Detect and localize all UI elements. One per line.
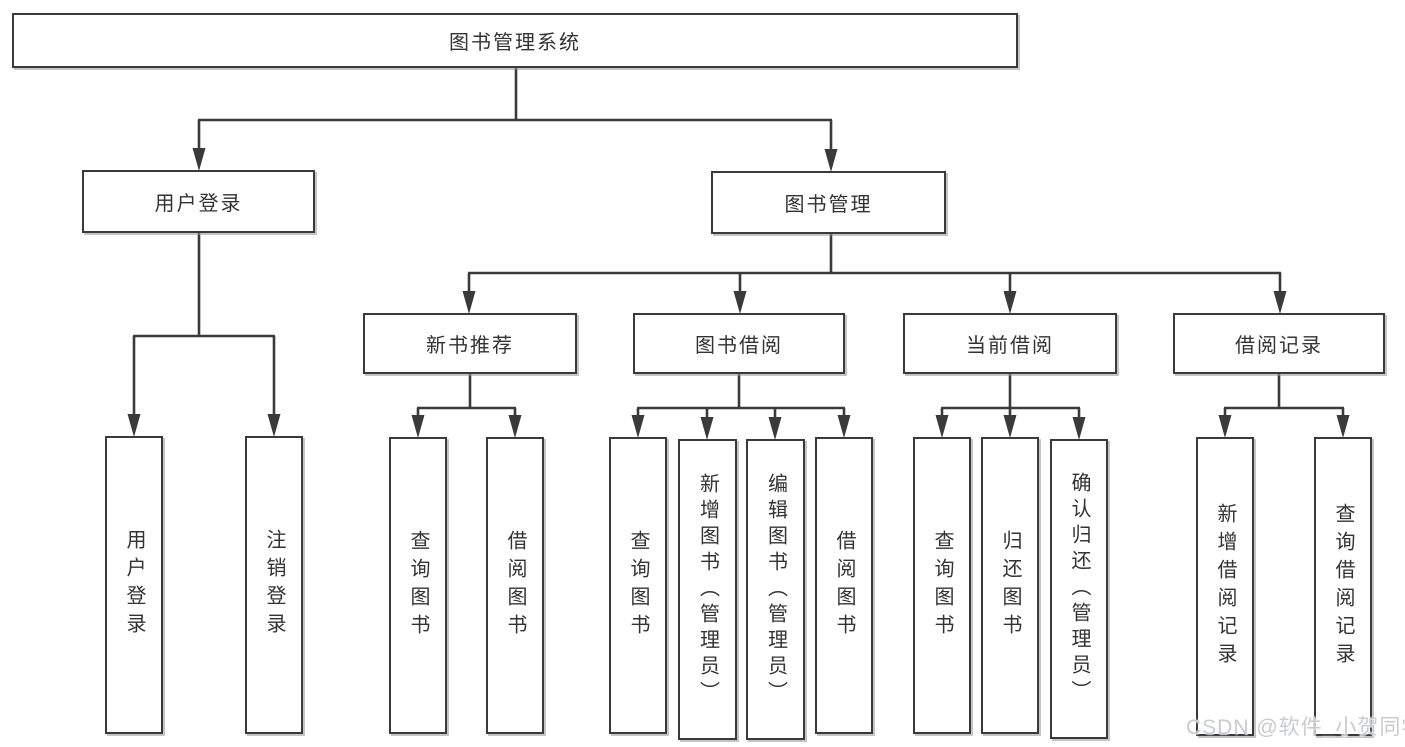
- node-book-mgmt: 图书管理: [711, 171, 946, 234]
- leaf-query-book-2-label: 查询图书: [627, 529, 649, 642]
- connector-borrow-records: [1223, 373, 1345, 417]
- connector-user-login: [132, 232, 276, 416]
- leaf-edit-book: 编辑图书（管理员）: [746, 439, 805, 740]
- leaf-user-login: 用户登录: [105, 436, 163, 734]
- leaf-add-book-label: 新增图书（管理员）: [696, 472, 719, 707]
- leaf-query-book-3: 查询图书: [913, 437, 971, 734]
- leaf-borrow-book-2-label: 借阅图书: [833, 529, 855, 642]
- connector-current-borrow: [940, 373, 1081, 419]
- node-root: 图书管理系统: [12, 13, 1018, 68]
- leaf-confirm-return-label: 确认归还（管理员）: [1068, 472, 1090, 706]
- leaf-confirm-return: 确认归还（管理员）: [1050, 439, 1108, 739]
- leaf-query-book-1: 查询图书: [389, 437, 447, 734]
- leaf-query-record: 查询借阅记录: [1314, 437, 1372, 736]
- connector-new-book-rec: [416, 373, 517, 417]
- leaf-borrow-book-1-label: 借阅图书: [504, 529, 526, 642]
- leaf-query-book-1-label: 查询图书: [407, 529, 429, 642]
- node-user-login: 用户登录: [82, 170, 315, 233]
- leaf-return-book: 归还图书: [981, 437, 1039, 734]
- leaf-logout: 注销登录: [245, 436, 303, 734]
- csdn-watermark: CSDN @软件_小贺同学: [1186, 716, 1405, 739]
- leaf-query-book-3-label: 查询图书: [931, 529, 953, 642]
- connector-root-stem: [197, 67, 833, 153]
- leaf-logout-label: 注销登录: [263, 529, 285, 641]
- leaf-add-record: 新增借阅记录: [1196, 437, 1254, 736]
- leaf-add-record-label: 新增借阅记录: [1214, 502, 1236, 671]
- leaf-edit-book-label: 编辑图书（管理员）: [764, 472, 787, 707]
- connector-book-borrow: [636, 373, 846, 419]
- leaf-user-login-label: 用户登录: [123, 529, 145, 641]
- node-current-borrow: 当前借阅: [903, 313, 1117, 374]
- node-borrow-records: 借阅记录: [1173, 313, 1385, 374]
- leaf-borrow-book-1: 借阅图书: [486, 437, 544, 734]
- leaf-query-book-2: 查询图书: [609, 437, 667, 734]
- leaf-borrow-book-2: 借阅图书: [815, 437, 873, 734]
- node-book-borrow: 图书借阅: [633, 313, 845, 374]
- arrowheads: [127, 148, 1350, 440]
- leaf-add-book: 新增图书（管理员）: [678, 439, 737, 740]
- connector-book-mgmt: [467, 233, 1282, 294]
- leaf-return-book-label: 归还图书: [999, 529, 1021, 642]
- node-new-book-rec: 新书推荐: [363, 313, 577, 374]
- leaf-query-record-label: 查询借阅记录: [1332, 502, 1354, 671]
